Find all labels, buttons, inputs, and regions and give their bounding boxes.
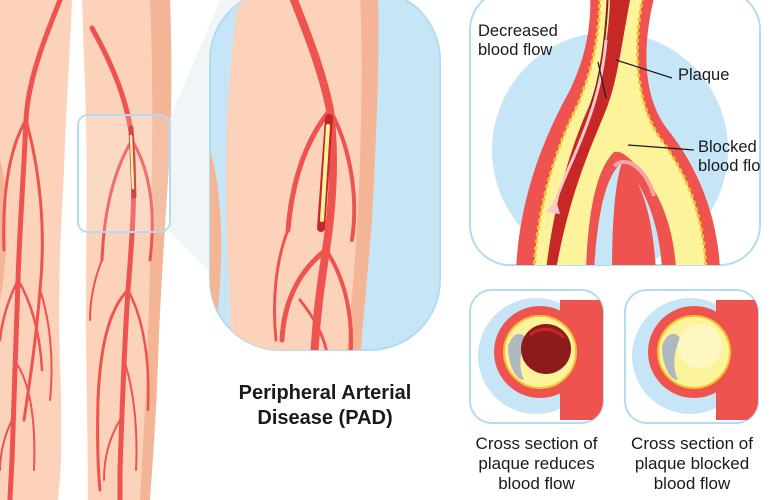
plaque-label: Plaque bbox=[678, 66, 729, 85]
blocked-flow-line2: blood flo bbox=[698, 157, 761, 175]
decreased-flow-label: Decreased blood flow bbox=[478, 22, 558, 60]
artery-detail-panel bbox=[469, 0, 761, 266]
caption-blocked-line1: Cross section of bbox=[631, 434, 753, 453]
plaque-label-text: Plaque bbox=[678, 66, 730, 84]
caption-blocked-line3: blood flow bbox=[653, 474, 731, 493]
caption-blocked: Cross section of plaque blocked blood fl… bbox=[614, 434, 770, 494]
blocked-flow-line1: Blocked bbox=[698, 138, 757, 156]
decreased-flow-line1: Decreased bbox=[478, 22, 558, 40]
cross-section-reduced bbox=[469, 289, 604, 424]
cross-section-blocked bbox=[624, 289, 759, 424]
legs-illustration bbox=[0, 0, 172, 500]
left-leg bbox=[0, 0, 72, 500]
blocked-flow-label: Blocked blood flo bbox=[698, 138, 760, 176]
caption-reduces-line3: blood flow bbox=[498, 474, 575, 493]
zoom-panel bbox=[209, 0, 441, 351]
decreased-flow-line2: blood flow bbox=[478, 41, 553, 59]
caption-reduces-line2: plaque reduces bbox=[478, 454, 595, 473]
zoom-marker bbox=[77, 114, 171, 233]
caption-blocked-line2: plaque blocked bbox=[634, 454, 750, 473]
caption-reduces-line1: Cross section of bbox=[475, 434, 598, 453]
page-title: Peripheral Arterial Disease (PAD) bbox=[214, 381, 436, 431]
title-line2: Disease (PAD) bbox=[257, 407, 393, 429]
caption-reduces: Cross section of plaque reduces blood fl… bbox=[460, 434, 613, 494]
title-line1: Peripheral Arterial bbox=[238, 382, 412, 404]
